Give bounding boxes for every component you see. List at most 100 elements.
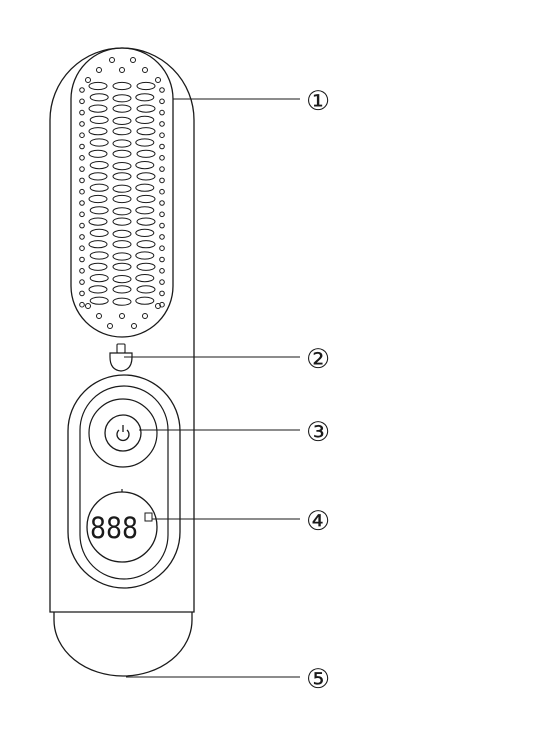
bristle bbox=[119, 67, 125, 73]
bristle bbox=[135, 228, 155, 237]
bristle bbox=[112, 127, 132, 136]
bristle bbox=[79, 211, 85, 218]
bristle bbox=[79, 268, 85, 274]
bristle bbox=[159, 132, 165, 138]
indicator-light-top bbox=[116, 343, 126, 354]
callout-2: ② bbox=[306, 344, 330, 375]
bristle bbox=[136, 217, 156, 226]
bristle bbox=[85, 303, 91, 309]
bristle bbox=[79, 301, 85, 308]
bristle bbox=[159, 98, 165, 105]
bristle bbox=[88, 262, 108, 271]
bristle bbox=[159, 222, 165, 229]
bristle bbox=[112, 172, 132, 181]
bristle bbox=[89, 161, 109, 170]
bristle bbox=[112, 81, 132, 91]
bristle bbox=[159, 211, 165, 218]
bristle bbox=[112, 217, 132, 226]
bristle-grid bbox=[79, 57, 165, 329]
callout-4: ④ bbox=[306, 506, 330, 537]
bristle bbox=[131, 323, 137, 329]
bristle bbox=[159, 155, 165, 161]
bristle bbox=[96, 313, 102, 319]
power-icon bbox=[116, 425, 130, 442]
bristle bbox=[136, 127, 156, 136]
bristle bbox=[112, 240, 132, 249]
bristle bbox=[112, 116, 132, 126]
bristle bbox=[112, 149, 132, 158]
bristle bbox=[135, 183, 155, 192]
bristle bbox=[79, 143, 85, 150]
bristle bbox=[135, 251, 155, 260]
bristle bbox=[159, 200, 165, 206]
bristle bbox=[136, 194, 156, 204]
bristle bbox=[89, 251, 109, 260]
bristle bbox=[159, 143, 165, 150]
bristle bbox=[88, 81, 108, 91]
bristle bbox=[88, 194, 108, 204]
bristle bbox=[89, 228, 109, 237]
callout-5: ⑤ bbox=[306, 664, 330, 695]
callout-1: ① bbox=[306, 86, 330, 117]
indicator-light bbox=[109, 352, 133, 372]
bristle bbox=[136, 104, 156, 113]
bristle bbox=[135, 93, 155, 102]
bristle bbox=[88, 172, 108, 181]
bristle bbox=[155, 303, 161, 309]
bristle bbox=[85, 77, 91, 83]
bristle bbox=[136, 240, 156, 249]
bristle bbox=[159, 109, 165, 116]
bristle bbox=[79, 109, 85, 116]
bristle bbox=[135, 161, 155, 170]
bristle bbox=[79, 279, 85, 285]
bristle bbox=[112, 162, 132, 171]
bristle bbox=[79, 155, 85, 161]
bristle bbox=[88, 285, 108, 294]
bristle bbox=[112, 139, 132, 148]
power-button-outer bbox=[88, 398, 158, 468]
bristle bbox=[136, 172, 156, 181]
bristle bbox=[159, 279, 165, 285]
callout-3: ③ bbox=[306, 417, 330, 448]
bristle bbox=[79, 200, 85, 206]
bristle bbox=[119, 313, 125, 319]
bristle bbox=[159, 234, 165, 240]
bristle bbox=[89, 206, 109, 215]
bristle bbox=[159, 290, 165, 297]
bristle bbox=[89, 183, 109, 192]
bristle bbox=[135, 274, 155, 283]
bristle bbox=[89, 274, 109, 283]
bristle bbox=[159, 87, 165, 93]
bristle bbox=[88, 149, 108, 158]
bristle bbox=[79, 245, 85, 251]
bristle bbox=[135, 296, 155, 305]
bristle bbox=[112, 297, 132, 306]
bristle bbox=[96, 67, 102, 73]
bristle bbox=[159, 177, 165, 184]
bristle bbox=[79, 98, 85, 105]
bristle bbox=[79, 188, 85, 195]
bristle bbox=[112, 207, 132, 216]
power-button bbox=[104, 414, 142, 452]
bristle bbox=[79, 290, 85, 297]
bristle bbox=[159, 188, 165, 195]
bristle bbox=[112, 104, 132, 113]
bristle bbox=[109, 57, 115, 63]
bristle bbox=[79, 87, 85, 93]
bristle bbox=[159, 256, 165, 263]
bristle bbox=[112, 252, 132, 261]
bristle bbox=[112, 285, 132, 294]
bristle bbox=[88, 217, 108, 226]
bristle bbox=[159, 121, 165, 127]
bristle bbox=[79, 222, 85, 229]
bristle bbox=[79, 121, 85, 127]
bristle bbox=[135, 138, 155, 147]
bristle bbox=[135, 115, 155, 125]
bristle bbox=[136, 81, 156, 91]
bristle bbox=[159, 268, 165, 274]
bristle bbox=[89, 296, 109, 305]
bristle bbox=[79, 234, 85, 240]
bristle bbox=[79, 256, 85, 263]
bristle bbox=[112, 184, 132, 193]
